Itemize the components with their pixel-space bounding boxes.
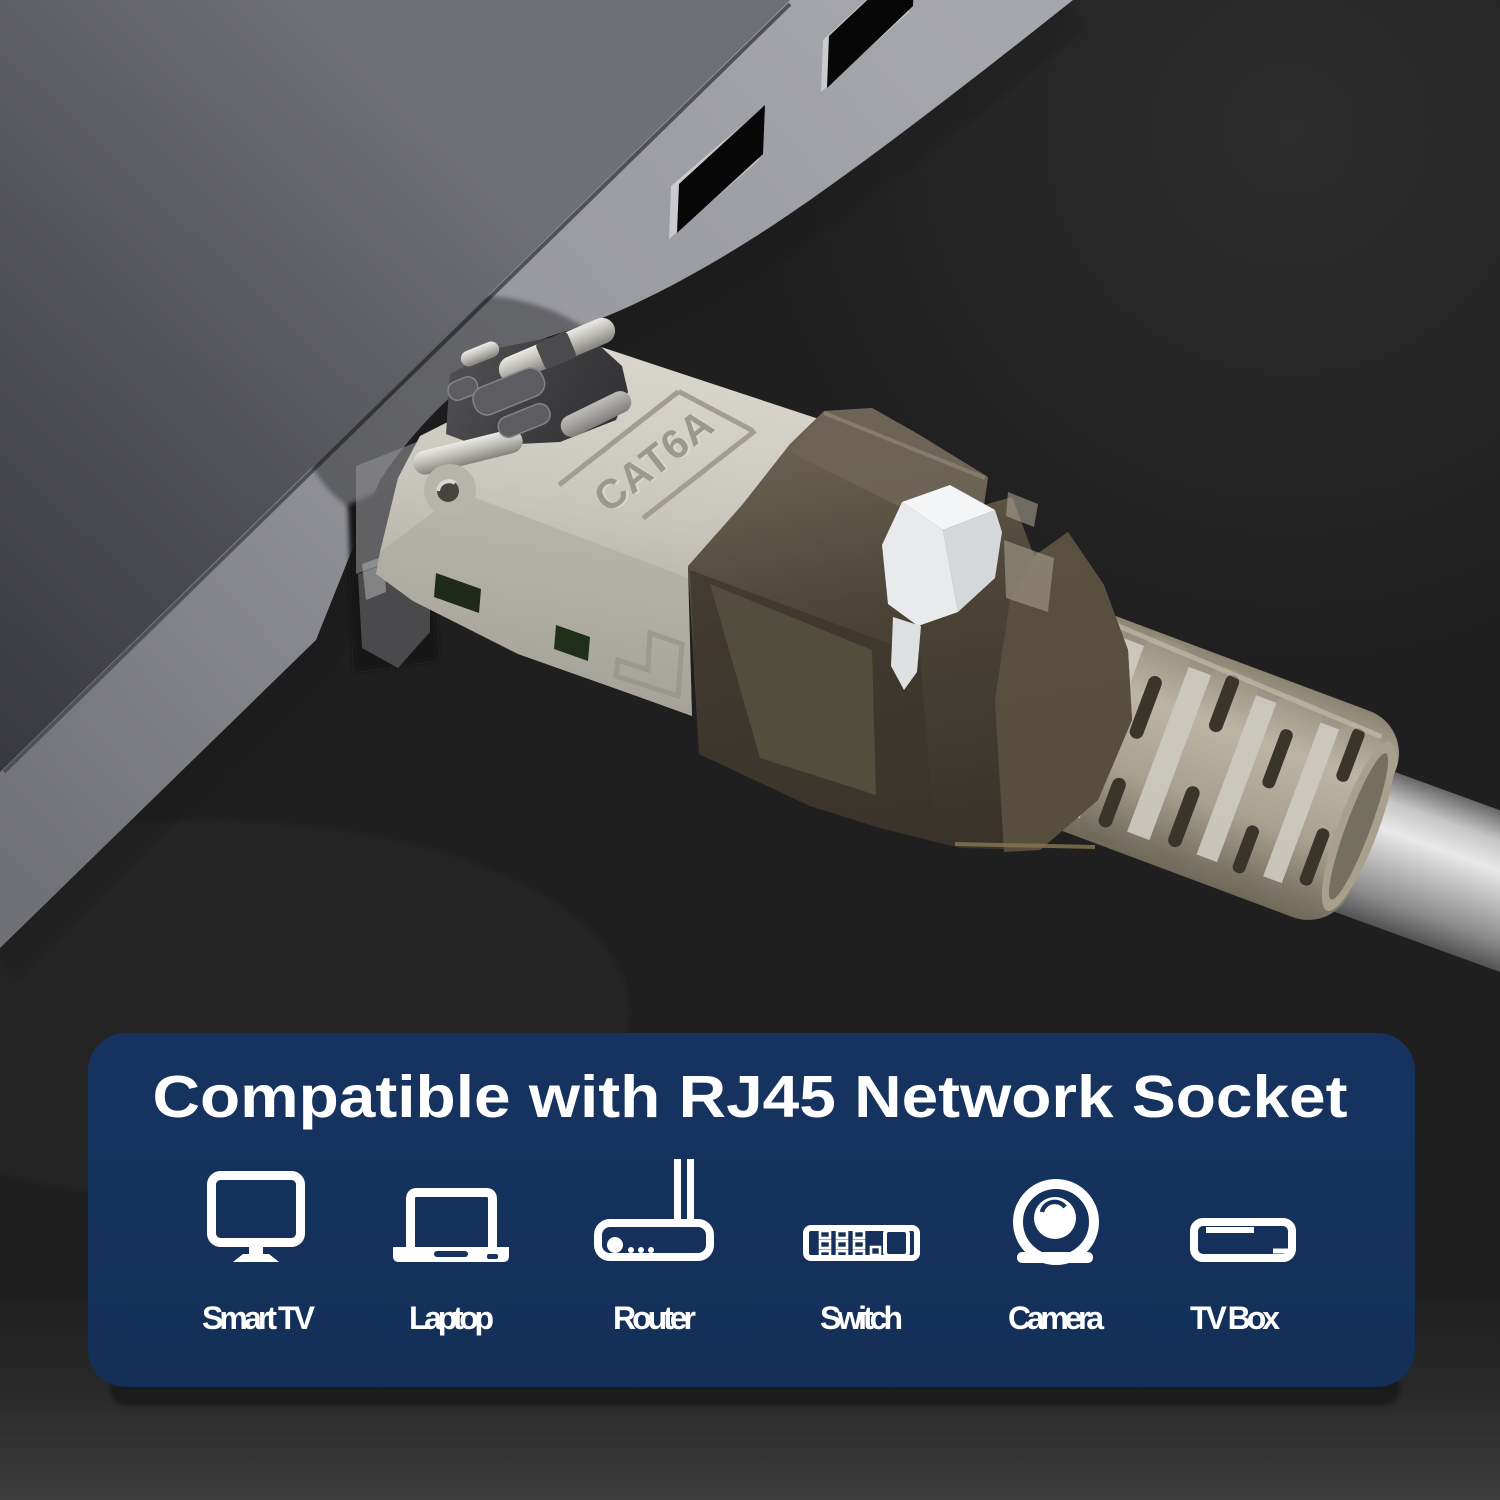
svg-text:Smart TV: Smart TV [202, 1300, 316, 1336]
svg-text:Laptop: Laptop [409, 1300, 494, 1336]
svg-text:Compatible with RJ45 Network S: Compatible with RJ45 Network Socket [153, 1064, 1348, 1130]
svg-text:Switch: Switch [820, 1300, 903, 1336]
svg-text:TV Box: TV Box [1190, 1300, 1280, 1336]
svg-text:Router: Router [613, 1300, 696, 1336]
svg-text:Camera: Camera [1008, 1300, 1104, 1336]
